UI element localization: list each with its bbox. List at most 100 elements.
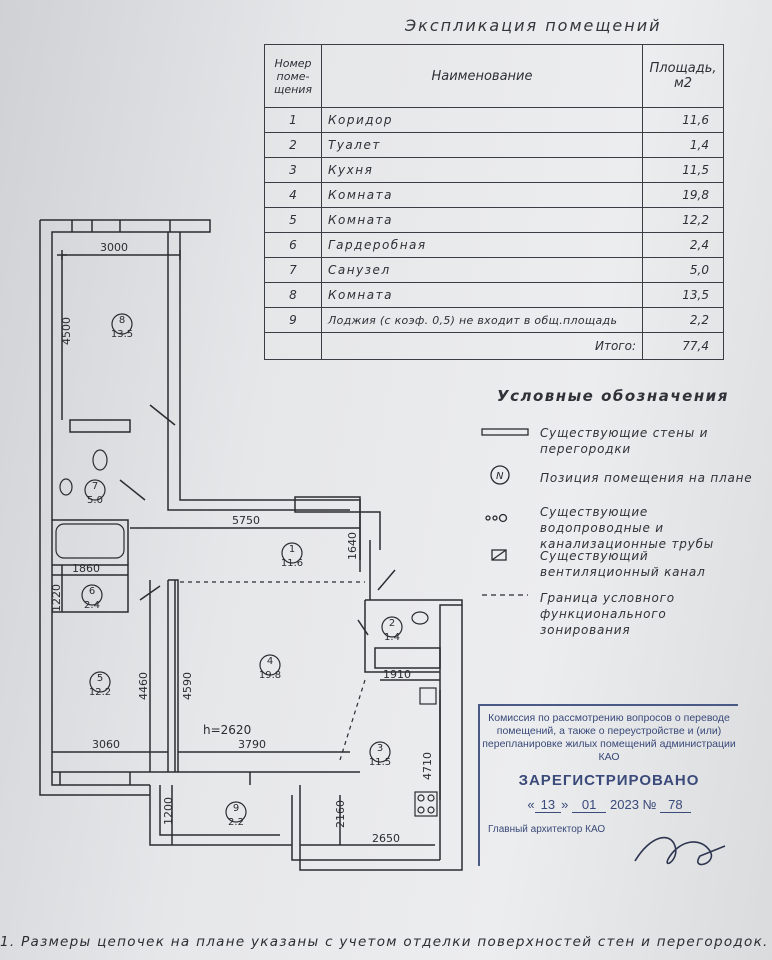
n-symbol xyxy=(490,465,510,485)
toilet-symbol xyxy=(92,449,108,471)
room-area: 11.5 xyxy=(369,757,391,768)
outer-wall xyxy=(291,795,440,861)
explication-title: Экспликация помещений xyxy=(405,16,662,35)
signature xyxy=(634,836,726,866)
explication-table: Номер поме-щения Наименование Площадь, м… xyxy=(264,44,724,360)
partition xyxy=(52,519,129,565)
partition xyxy=(374,647,441,669)
stamp-date: «13» 01 2023 № 78 xyxy=(480,797,738,813)
dimension-label: 4460 xyxy=(137,672,150,700)
row-name: Лоджия (с коэф. 0,5) не входит в общ.пло… xyxy=(321,307,643,333)
row-name: Комната xyxy=(321,282,643,308)
legend-item-room-position: Позиция помещения на плане xyxy=(540,471,753,485)
legend-item-walls: Существующие стены и перегородки xyxy=(540,426,709,456)
partition xyxy=(69,419,131,433)
row-number: 4 xyxy=(264,182,322,208)
room-number: 3 xyxy=(377,743,383,754)
dimension-label: 4710 xyxy=(421,752,434,780)
partition xyxy=(167,579,179,772)
dimension-label: 3790 xyxy=(238,738,266,751)
ceiling-height-note: h=2620 xyxy=(203,723,251,737)
row-area: 2,2 xyxy=(642,307,724,333)
row-area: 13,5 xyxy=(642,282,724,308)
dimension-label: 1640 xyxy=(346,532,359,560)
room-marker-9 xyxy=(225,801,247,823)
room-number: 5 xyxy=(97,673,103,684)
room-area: 11.6 xyxy=(281,558,303,569)
room-area: 19.8 xyxy=(259,670,281,681)
room-marker-6 xyxy=(81,584,103,606)
partition xyxy=(52,564,129,613)
footnote: 1. Размеры цепочек на плане указаны с уч… xyxy=(0,934,769,950)
pipes-symbol xyxy=(485,515,491,521)
partition xyxy=(359,540,371,600)
row-area: 1,4 xyxy=(642,132,724,158)
dimension-label: 1220 xyxy=(50,584,63,612)
total-value: 77,4 xyxy=(642,332,724,360)
outer-wall xyxy=(167,232,350,511)
room-area: 13.5 xyxy=(111,329,133,340)
row-name: Коридор xyxy=(321,107,643,133)
dimension-label: 3000 xyxy=(100,241,128,254)
dimension-label: 2650 xyxy=(372,832,400,845)
row-name: Гардеробная xyxy=(321,232,643,258)
outer-wall xyxy=(360,511,381,550)
toilet-symbol xyxy=(411,611,429,625)
stamp-registered: ЗАРЕГИСТРИРОВАНО xyxy=(518,772,700,789)
sink-symbol xyxy=(59,478,73,496)
dimension-label: 4590 xyxy=(181,672,194,700)
row-area: 19,8 xyxy=(642,182,724,208)
legend-item-zoning: Граница условного функционального зониро… xyxy=(540,591,675,637)
row-number: 1 xyxy=(264,107,322,133)
room-marker-8 xyxy=(111,313,133,335)
room-number: 7 xyxy=(92,481,98,492)
row-name: Кухня xyxy=(321,157,643,183)
n-symbol-letter: N xyxy=(496,471,504,482)
row-area: 5,0 xyxy=(642,257,724,283)
room-marker-5 xyxy=(89,671,111,693)
stamp-date-year: 2023 xyxy=(610,797,639,812)
outer-wall xyxy=(365,599,463,860)
stove-symbol xyxy=(414,791,438,817)
room-number: 2 xyxy=(389,618,395,629)
outer-wall xyxy=(159,785,280,836)
dimension-label: 2160 xyxy=(334,800,347,828)
dimension-label: 1860 xyxy=(72,562,100,575)
wall-symbol xyxy=(481,428,529,436)
room-area: 2.4 xyxy=(84,600,100,611)
stamp-number: 78 xyxy=(660,797,691,813)
door xyxy=(377,569,396,591)
bathtub-symbol xyxy=(55,523,125,559)
outer-wall xyxy=(39,220,150,796)
row-area: 12,2 xyxy=(642,207,724,233)
stamp-date-day: 13 xyxy=(534,797,562,813)
outer-wall xyxy=(59,772,251,785)
dimension-label: 1910 xyxy=(383,668,411,681)
row-number: 3 xyxy=(264,157,322,183)
outer-wall xyxy=(179,232,361,540)
stamp-date-month: 01 xyxy=(571,797,607,813)
partition xyxy=(364,600,440,673)
room-number: 1 xyxy=(289,544,295,555)
stamp-number-label: № xyxy=(642,797,657,812)
room-marker-1 xyxy=(281,542,303,564)
room-number: 8 xyxy=(119,315,125,326)
total-label: Итого: xyxy=(321,332,643,360)
room-marker-2 xyxy=(381,616,403,638)
table-total-row: Итого:77,4 xyxy=(264,332,724,360)
row-name: Туалет xyxy=(321,132,643,158)
window xyxy=(71,220,93,232)
room-number: 9 xyxy=(233,803,239,814)
vent-symbol xyxy=(491,549,507,561)
door xyxy=(149,404,176,426)
table-header-row: Номер поме-щения Наименование Площадь, м… xyxy=(264,44,724,108)
room-number: 4 xyxy=(267,656,273,667)
legend-title: Условные обозначения xyxy=(497,387,729,405)
